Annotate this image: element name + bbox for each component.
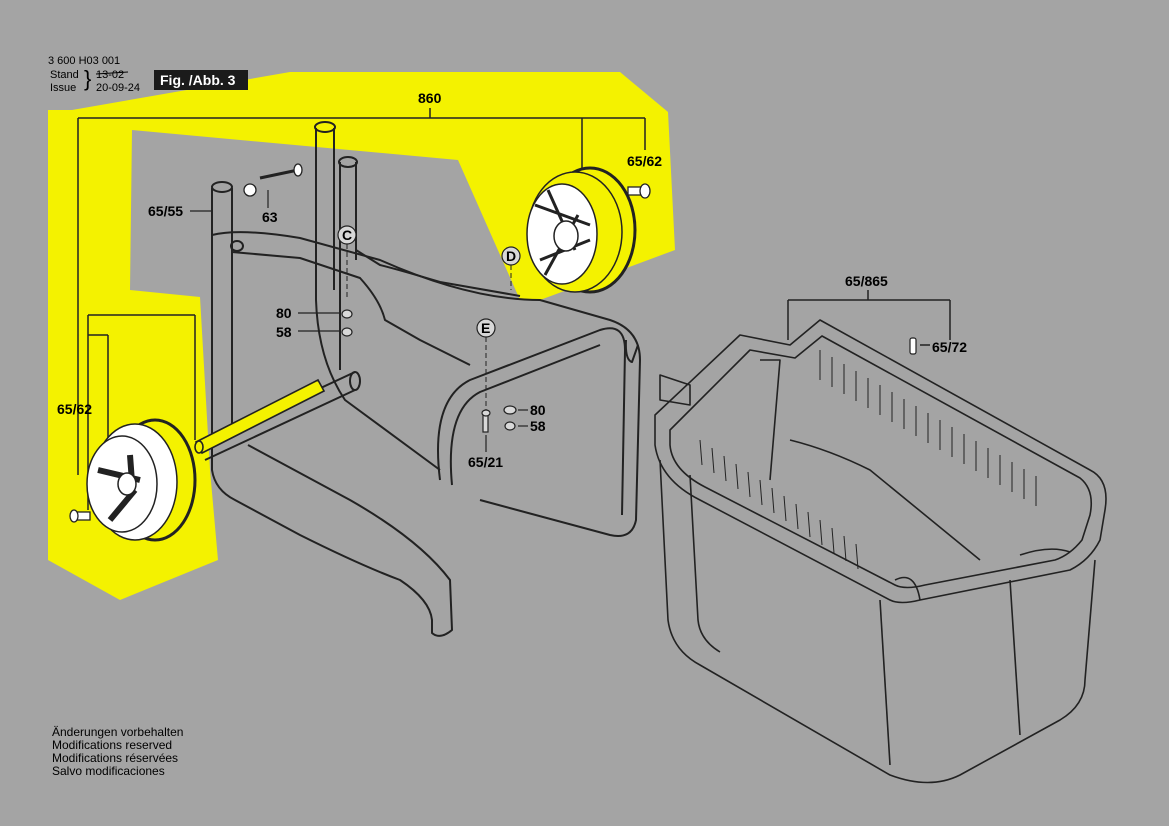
pin-part [909, 337, 917, 355]
axle-rod [194, 378, 326, 455]
callout-washer-a: 80 [276, 305, 292, 321]
ref-d: D [506, 248, 516, 264]
basket-bracket [787, 290, 951, 346]
grass-basket [654, 319, 1107, 784]
strike-line [95, 71, 129, 75]
stand-label: Stand [50, 69, 79, 81]
header-brace: } [84, 66, 91, 91]
note-de: Änderungen vorbehalten [52, 725, 184, 739]
callout-screw: 63 [262, 209, 278, 225]
callout-bolt: 65/21 [468, 454, 503, 470]
frame-tubes [204, 121, 641, 637]
ref-c: C [342, 227, 352, 243]
callout-washer-b: 80 [530, 402, 546, 418]
callout-860: 860 [418, 90, 442, 106]
callout-pin: 65/72 [932, 339, 967, 355]
note-en: Modifications reserved [52, 738, 173, 752]
ref-e: E [481, 320, 490, 336]
issue-value: 20-09-24 [96, 82, 140, 94]
wheel-left [86, 418, 197, 542]
axle-screw-left [69, 509, 91, 523]
callout-frame: 65/55 [148, 203, 183, 219]
modification-notes: Änderungen vorbehalten Modifications res… [52, 726, 183, 778]
wheel-top [526, 166, 637, 294]
basket-vents [699, 350, 1037, 570]
ref-lines [346, 244, 512, 420]
callout-wheel-top: 65/62 [627, 153, 662, 169]
callout-nut-b: 58 [530, 418, 546, 434]
figure-tag [154, 70, 248, 90]
doc-number: 3 600 H03 001 [48, 55, 120, 67]
axle-screw-top [627, 183, 651, 199]
callout-nut-a: 58 [276, 324, 292, 340]
part-leaders [298, 312, 528, 452]
washers [341, 309, 517, 431]
note-fr: Modifications réservées [52, 751, 179, 765]
assembly-highlight [48, 72, 675, 600]
screw-part [243, 163, 303, 197]
issue-label: Issue [50, 82, 76, 94]
callout-basket: 65/865 [845, 273, 888, 289]
note-es: Salvo modificaciones [52, 764, 165, 778]
stand-value: 13-02 [96, 69, 124, 81]
callout-wheel-left: 65/62 [57, 401, 92, 417]
bolt-part [481, 409, 491, 433]
ref-circles [337, 225, 521, 338]
figure-label: Fig. /Abb. 3 [160, 72, 236, 88]
